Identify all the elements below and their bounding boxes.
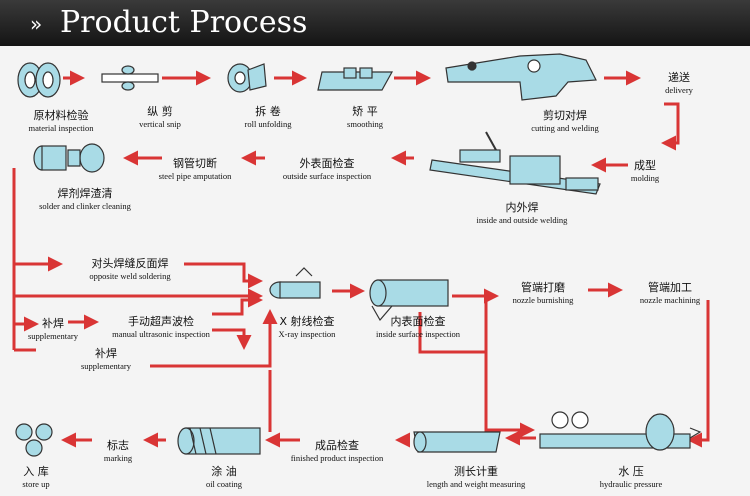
step-molding: 成型 molding	[630, 159, 660, 183]
step-delivery: 递送 delivery	[665, 71, 693, 95]
step-label-en: material inspection	[28, 123, 94, 133]
step-store-up: 入 库 store up	[22, 465, 50, 489]
step-nozzle-machining: 管端加工 nozzle machining	[639, 281, 701, 305]
arrow-delivery-to-molding	[661, 102, 680, 151]
step-length-weight: 测长计重 length and weight measuring	[426, 465, 526, 489]
step-solder-cleaning: 焊剂焊渣清 solder and clinker cleaning	[39, 187, 131, 211]
inside-surface-icon	[369, 279, 449, 322]
cleaning-icon	[33, 143, 105, 173]
step-vertical-snip: 纵 剪 vertical snip	[139, 105, 181, 129]
roll-unfold-icon	[227, 63, 267, 93]
hydraulic-press-icon	[539, 411, 702, 451]
step-manual-ultrasonic: 手动超声波检 manual ultrasonic inspection	[112, 315, 210, 339]
step-cutting-welding: 剪切对焊 cutting and welding	[531, 109, 599, 133]
arrow-machining-to-hydraulic	[687, 300, 710, 448]
step-xray-inspection: X 射线检查 X-ray inspection	[278, 315, 336, 339]
store-pipes-icon	[15, 423, 53, 457]
diagram-panel	[0, 46, 750, 496]
step-nozzle-burnishing: 管端打磨 nozzle burnishing	[512, 281, 574, 305]
step-supplementary-1: 补焊 supplementary	[27, 317, 79, 341]
step-outside-surface-inspection: 外表面检查 outside surface inspection	[282, 157, 372, 181]
step-steel-pipe-amputation: 钢管切断 steel pipe amputation	[158, 157, 232, 181]
step-roll-unfolding: 拆 卷 roll unfolding	[244, 105, 292, 129]
coil-icon	[17, 62, 61, 98]
arrow-manual-to-xray	[212, 292, 263, 316]
step-supplementary-2: 补焊 supplementary	[80, 347, 132, 371]
step-inside-surface-inspection: 内表面检查 inside surface inspection	[375, 315, 461, 339]
arrow-opposite-to-xray	[184, 262, 263, 289]
step-inside-outside-welding: 内外焊 inside and outside welding	[476, 201, 568, 225]
step-label-cn: 原材料检验	[33, 109, 89, 122]
step-material-inspection: 原材料检验 material inspection	[6, 110, 116, 133]
welding-line-icon	[429, 131, 601, 195]
step-hydraulic-pressure: 水 压 hydraulic pressure	[599, 465, 663, 489]
step-oil-coating: 涂 油 oil coating	[205, 465, 243, 489]
length-weight-icon	[413, 431, 501, 453]
arrow-loop-to-hydraulic	[484, 298, 535, 438]
step-finished-inspection: 成品检查 finished product inspection	[290, 439, 384, 463]
step-smoothing: 矫 平 smoothing	[347, 105, 383, 129]
smoothing-icon	[317, 67, 394, 91]
xray-icon	[269, 267, 321, 299]
equipment-illustrations	[15, 53, 702, 457]
page-title: Product Process	[60, 5, 308, 40]
arrow-supp2-to-xray	[150, 309, 278, 368]
pipe-oil-icon	[177, 427, 261, 455]
step-opposite-weld: 对头焊缝反面焊 opposite weld soldering	[89, 257, 171, 281]
cutting-welding-icon	[445, 53, 597, 101]
snip-icon	[101, 65, 159, 91]
arrow-manual-to-supp2	[212, 328, 252, 350]
page-header: » Product Process	[0, 0, 750, 46]
flow-arrows	[12, 70, 710, 448]
step-marking: 标志 marking	[103, 439, 133, 463]
